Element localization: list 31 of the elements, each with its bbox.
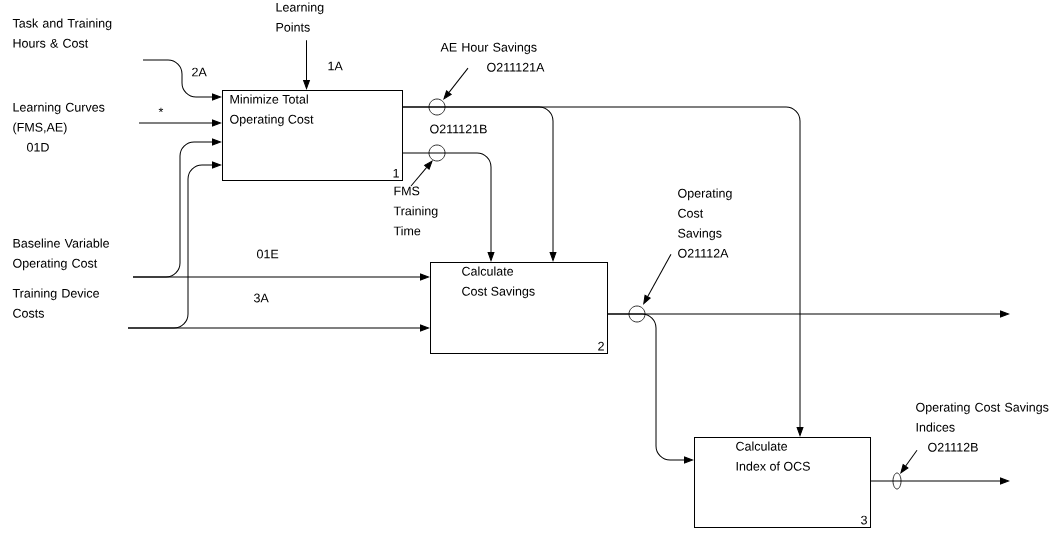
flow-label: Operating Cost Savings O21112A <box>678 188 732 258</box>
edge-label: 01E <box>257 249 279 259</box>
note-label: * <box>158 107 164 113</box>
process-box: Calculate Cost Savings 2 <box>430 262 608 354</box>
leader-line <box>643 253 672 305</box>
flow-label: Learning Curves (FMS,AE) 01D <box>13 102 105 152</box>
leader-line <box>410 160 433 187</box>
leader-line <box>900 449 918 474</box>
leader-line <box>443 67 469 100</box>
flow-label: Training Device Costs <box>12 288 99 318</box>
flow-label: Learning Points <box>276 2 324 32</box>
flow-label: Task and Training Hours & Cost <box>12 18 112 48</box>
arrow <box>607 313 693 464</box>
edge-label: 1A <box>328 61 343 71</box>
arrow <box>870 472 1009 490</box>
arrow <box>132 273 429 281</box>
arrow <box>402 106 804 436</box>
arrow <box>303 39 310 89</box>
arrow <box>402 144 495 261</box>
flow-label: AE Hour Savings O211121A <box>440 42 545 72</box>
edge-label: 2A <box>192 67 207 77</box>
flow-label: FMS Training Time <box>393 186 438 236</box>
arrow <box>142 59 221 101</box>
flow-label: Baseline Variable Operating Cost <box>13 238 109 271</box>
arrow <box>127 324 429 332</box>
arrow <box>138 119 221 127</box>
note-label: O211121B <box>430 124 487 134</box>
flow-label: Operating Cost Savings Indices O21112B <box>916 402 1049 452</box>
edge-label: 3A <box>254 293 269 303</box>
process-box: Calculate Index of OCS 3 <box>694 437 871 528</box>
process-box: Minimize Total Operating Cost 1 <box>222 90 403 181</box>
